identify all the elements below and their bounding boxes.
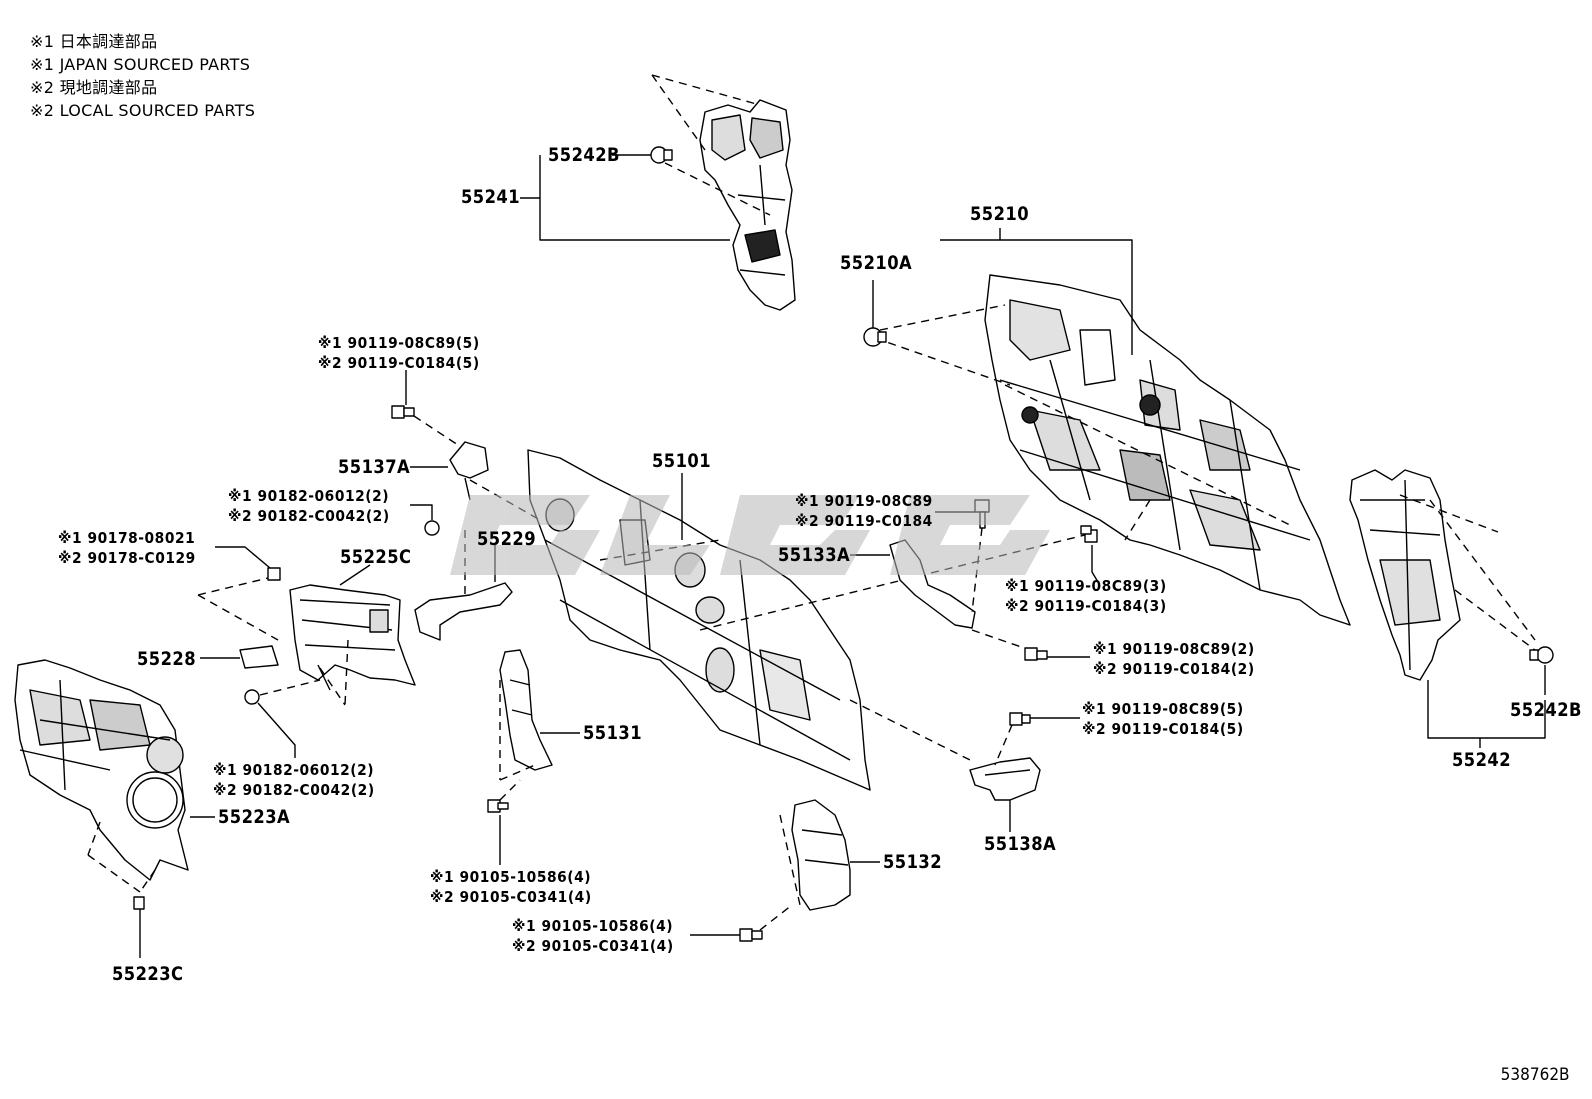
label-55101[interactable]: 55101 — [652, 450, 712, 472]
fastener-line-b: ※2 90178-C0129 — [58, 549, 196, 567]
bolt-90119-right — [1080, 525, 1098, 543]
leader-55131-dash — [499, 680, 536, 801]
part-55223A-drawing — [14, 659, 189, 881]
label-fastener-90182-upper[interactable]: ※1 90182-06012(2) ※2 90182-C0042(2) — [228, 486, 390, 526]
fastener-line-b: ※2 90119-C0184(5) — [318, 354, 480, 372]
bolt-90105-left — [487, 799, 509, 813]
fastener-line-b: ※2 90105-C0341(4) — [512, 937, 674, 955]
leader-f3 — [215, 546, 271, 569]
bolt-90105-right — [739, 928, 763, 942]
part-55241-drawing — [699, 99, 796, 311]
fastener-line-a: ※1 90178-08021 — [58, 529, 196, 547]
label-55138A[interactable]: 55138A — [984, 833, 1057, 855]
legend-line-2: ※1 JAPAN SOURCED PARTS — [30, 55, 251, 74]
bolt-90119-top — [391, 405, 415, 419]
label-fastener-90105-left[interactable]: ※1 90105-10586(4) ※2 90105-C0341(4) — [430, 867, 592, 907]
part-55131-drawing — [499, 649, 553, 771]
label-fastener-90119-08C89-5-bottom[interactable]: ※1 90119-08C89(5) ※2 90119-C0184(5) — [1082, 699, 1244, 739]
fastener-line-a: ※1 90119-08C89(5) — [318, 334, 480, 352]
fastener-line-a: ※1 90119-08C89 — [795, 492, 933, 510]
label-55228[interactable]: 55228 — [137, 648, 197, 670]
label-55137A[interactable]: 55137A — [338, 456, 411, 478]
label-fastener-90119-08C89-5-top[interactable]: ※1 90119-08C89(5) ※2 90119-C0184(5) — [318, 333, 480, 373]
legend-line-3: ※2 現地調達部品 — [30, 78, 158, 97]
part-55229-drawing — [414, 582, 513, 641]
label-55225C[interactable]: 55225C — [340, 546, 412, 568]
leader-55137A-dash — [413, 415, 541, 521]
fastener-line-a: ※1 90105-10586(4) — [430, 868, 592, 886]
clip-55210A — [863, 327, 887, 347]
legend-line-1: ※1 日本調達部品 — [30, 32, 158, 51]
fastener-line-b: ※2 90182-C0042(2) — [228, 507, 390, 525]
label-fastener-90182-lower[interactable]: ※1 90182-06012(2) ※2 90182-C0042(2) — [213, 760, 375, 800]
nut-90178 — [267, 567, 281, 581]
label-fastener-90119-mid[interactable]: ※1 90119-08C89 ※2 90119-C0184 — [795, 491, 933, 531]
label-55242B-top[interactable]: 55242B — [548, 144, 620, 166]
label-fastener-90119-08C89-2[interactable]: ※1 90119-08C89(2) ※2 90119-C0184(2) — [1093, 639, 1255, 679]
bolt-90119-lower — [1024, 647, 1048, 661]
nut-90182-lower — [244, 689, 260, 705]
fastener-line-b: ※2 90119-C0184(3) — [1005, 597, 1167, 615]
fastener-line-a: ※1 90119-08C89(2) — [1093, 640, 1255, 658]
leader-55225C-dash — [197, 577, 349, 706]
clip-55242B-top — [650, 146, 673, 164]
fastener-line-b: ※2 90119-C0184(5) — [1082, 720, 1244, 738]
leader-f4 — [257, 702, 296, 758]
label-55241[interactable]: 55241 — [461, 186, 521, 208]
part-55138A-drawing — [969, 757, 1041, 801]
label-fastener-90178[interactable]: ※1 90178-08021 ※2 90178-C0129 — [58, 528, 196, 568]
fastener-line-b: ※2 90119-C0184(2) — [1093, 660, 1255, 678]
fastener-line-a: ※1 90182-06012(2) — [228, 487, 390, 505]
legend-line-4: ※2 LOCAL SOURCED PARTS — [30, 101, 256, 120]
leader-f6 — [1091, 545, 1099, 583]
leader-55225C — [339, 564, 371, 586]
legend: ※1 日本調達部品 ※1 JAPAN SOURCED PARTS ※2 現地調達… — [30, 30, 255, 122]
leader-55132-dash — [759, 814, 801, 931]
fastener-line-b: ※2 90119-C0184 — [795, 512, 933, 530]
clip-55223C — [133, 896, 145, 910]
bracket-55210 — [940, 239, 1133, 355]
label-55133A[interactable]: 55133A — [778, 544, 851, 566]
clip-55242B-right — [1529, 646, 1554, 664]
label-fastener-90105-right[interactable]: ※1 90105-10586(4) ※2 90105-C0341(4) — [512, 916, 674, 956]
part-55210-drawing — [984, 274, 1351, 626]
part-55242-drawing — [1349, 469, 1461, 681]
diagram-reference-id: 538762B — [1501, 1065, 1570, 1085]
leader-55242 — [1399, 494, 1536, 651]
leader-55210A — [874, 304, 1291, 541]
part-55137A-drawing — [449, 441, 489, 501]
label-55223C[interactable]: 55223C — [112, 963, 184, 985]
label-55242[interactable]: 55242 — [1452, 749, 1512, 771]
label-55229[interactable]: 55229 — [477, 528, 537, 550]
fastener-line-a: ※1 90119-08C89(5) — [1082, 700, 1244, 718]
label-55132[interactable]: 55132 — [883, 851, 943, 873]
fastener-line-b: ※2 90182-C0042(2) — [213, 781, 375, 799]
fastener-line-a: ※1 90105-10586(4) — [512, 917, 674, 935]
label-fastener-90119-08C89-3[interactable]: ※1 90119-08C89(3) ※2 90119-C0184(3) — [1005, 576, 1167, 616]
leader-55241 — [651, 74, 771, 216]
nut-90182-upper — [424, 520, 440, 536]
label-55131[interactable]: 55131 — [583, 722, 643, 744]
part-55228-drawing — [239, 645, 279, 669]
watermark-logo — [450, 495, 1050, 575]
fastener-line-a: ※1 90182-06012(2) — [213, 761, 375, 779]
label-55223A[interactable]: 55223A — [218, 806, 291, 828]
bracket-55241 — [539, 155, 730, 241]
leader-55223C-dash — [87, 821, 156, 893]
label-55242B-right[interactable]: 55242B — [1510, 699, 1582, 721]
part-55225C-drawing — [289, 584, 416, 691]
label-55210[interactable]: 55210 — [970, 203, 1030, 225]
bolt-90119-bottom — [1009, 712, 1031, 726]
leader-f2 — [410, 504, 433, 520]
fastener-line-a: ※1 90119-08C89(3) — [1005, 577, 1167, 595]
bracket-55242 — [1427, 680, 1546, 739]
label-55210A[interactable]: 55210A — [840, 252, 913, 274]
fastener-line-b: ※2 90105-C0341(4) — [430, 888, 592, 906]
part-55132-drawing — [791, 799, 851, 911]
leader-55138A-dash — [994, 724, 1013, 766]
